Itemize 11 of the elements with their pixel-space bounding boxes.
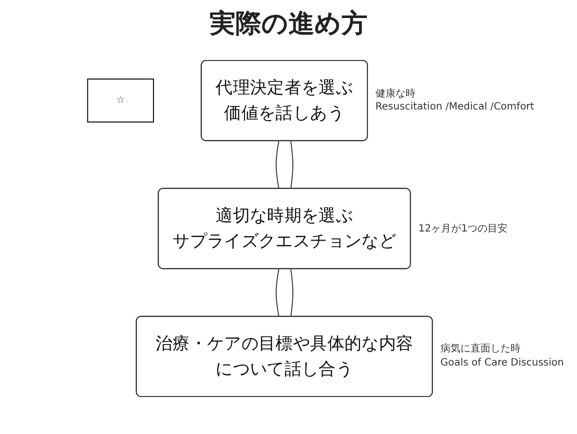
side-note: Goals of Care Discussion: [440, 356, 564, 370]
connector: [290, 140, 294, 190]
side-note: Resuscitation /Medical /Comfort: [375, 100, 534, 114]
side-note: 健康な時: [375, 87, 416, 101]
node-box: ☆: [87, 78, 154, 122]
connector: [276, 268, 280, 318]
title: 実際の進め方: [208, 8, 368, 41]
side-note: 病気に直面した時: [440, 342, 522, 356]
connector: [276, 140, 280, 190]
side-note: 12ヶ月が1つの目安: [418, 222, 508, 236]
connector: [290, 268, 294, 318]
